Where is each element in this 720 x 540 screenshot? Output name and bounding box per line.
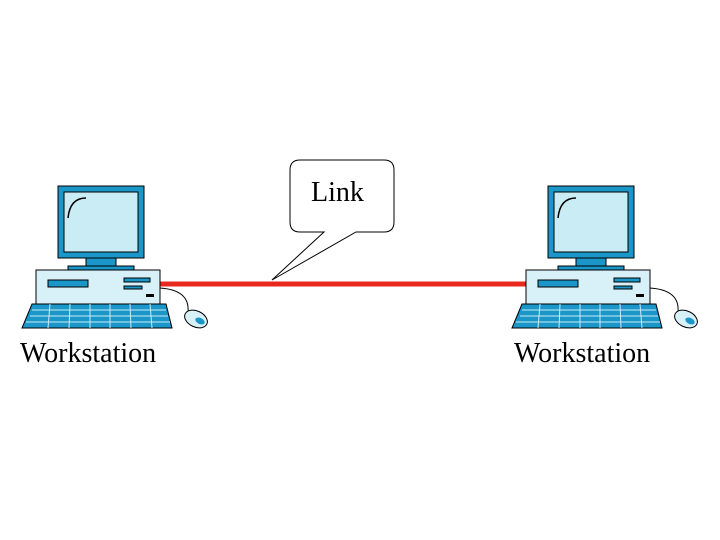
keyboard-icon: [511, 303, 663, 329]
computer-icon: [35, 185, 161, 305]
mouse-icon: [649, 287, 698, 329]
link-callout: [271, 159, 395, 281]
keyboard-icon: [21, 303, 173, 329]
workstation-label-left: Workstation: [20, 338, 157, 369]
link-label: Link: [311, 177, 364, 208]
workstation-right: [511, 185, 698, 329]
computer-icon: [525, 185, 651, 305]
mouse-icon: [159, 287, 208, 329]
workstation-label-right: Workstation: [514, 338, 651, 369]
workstation-left: [21, 185, 208, 329]
